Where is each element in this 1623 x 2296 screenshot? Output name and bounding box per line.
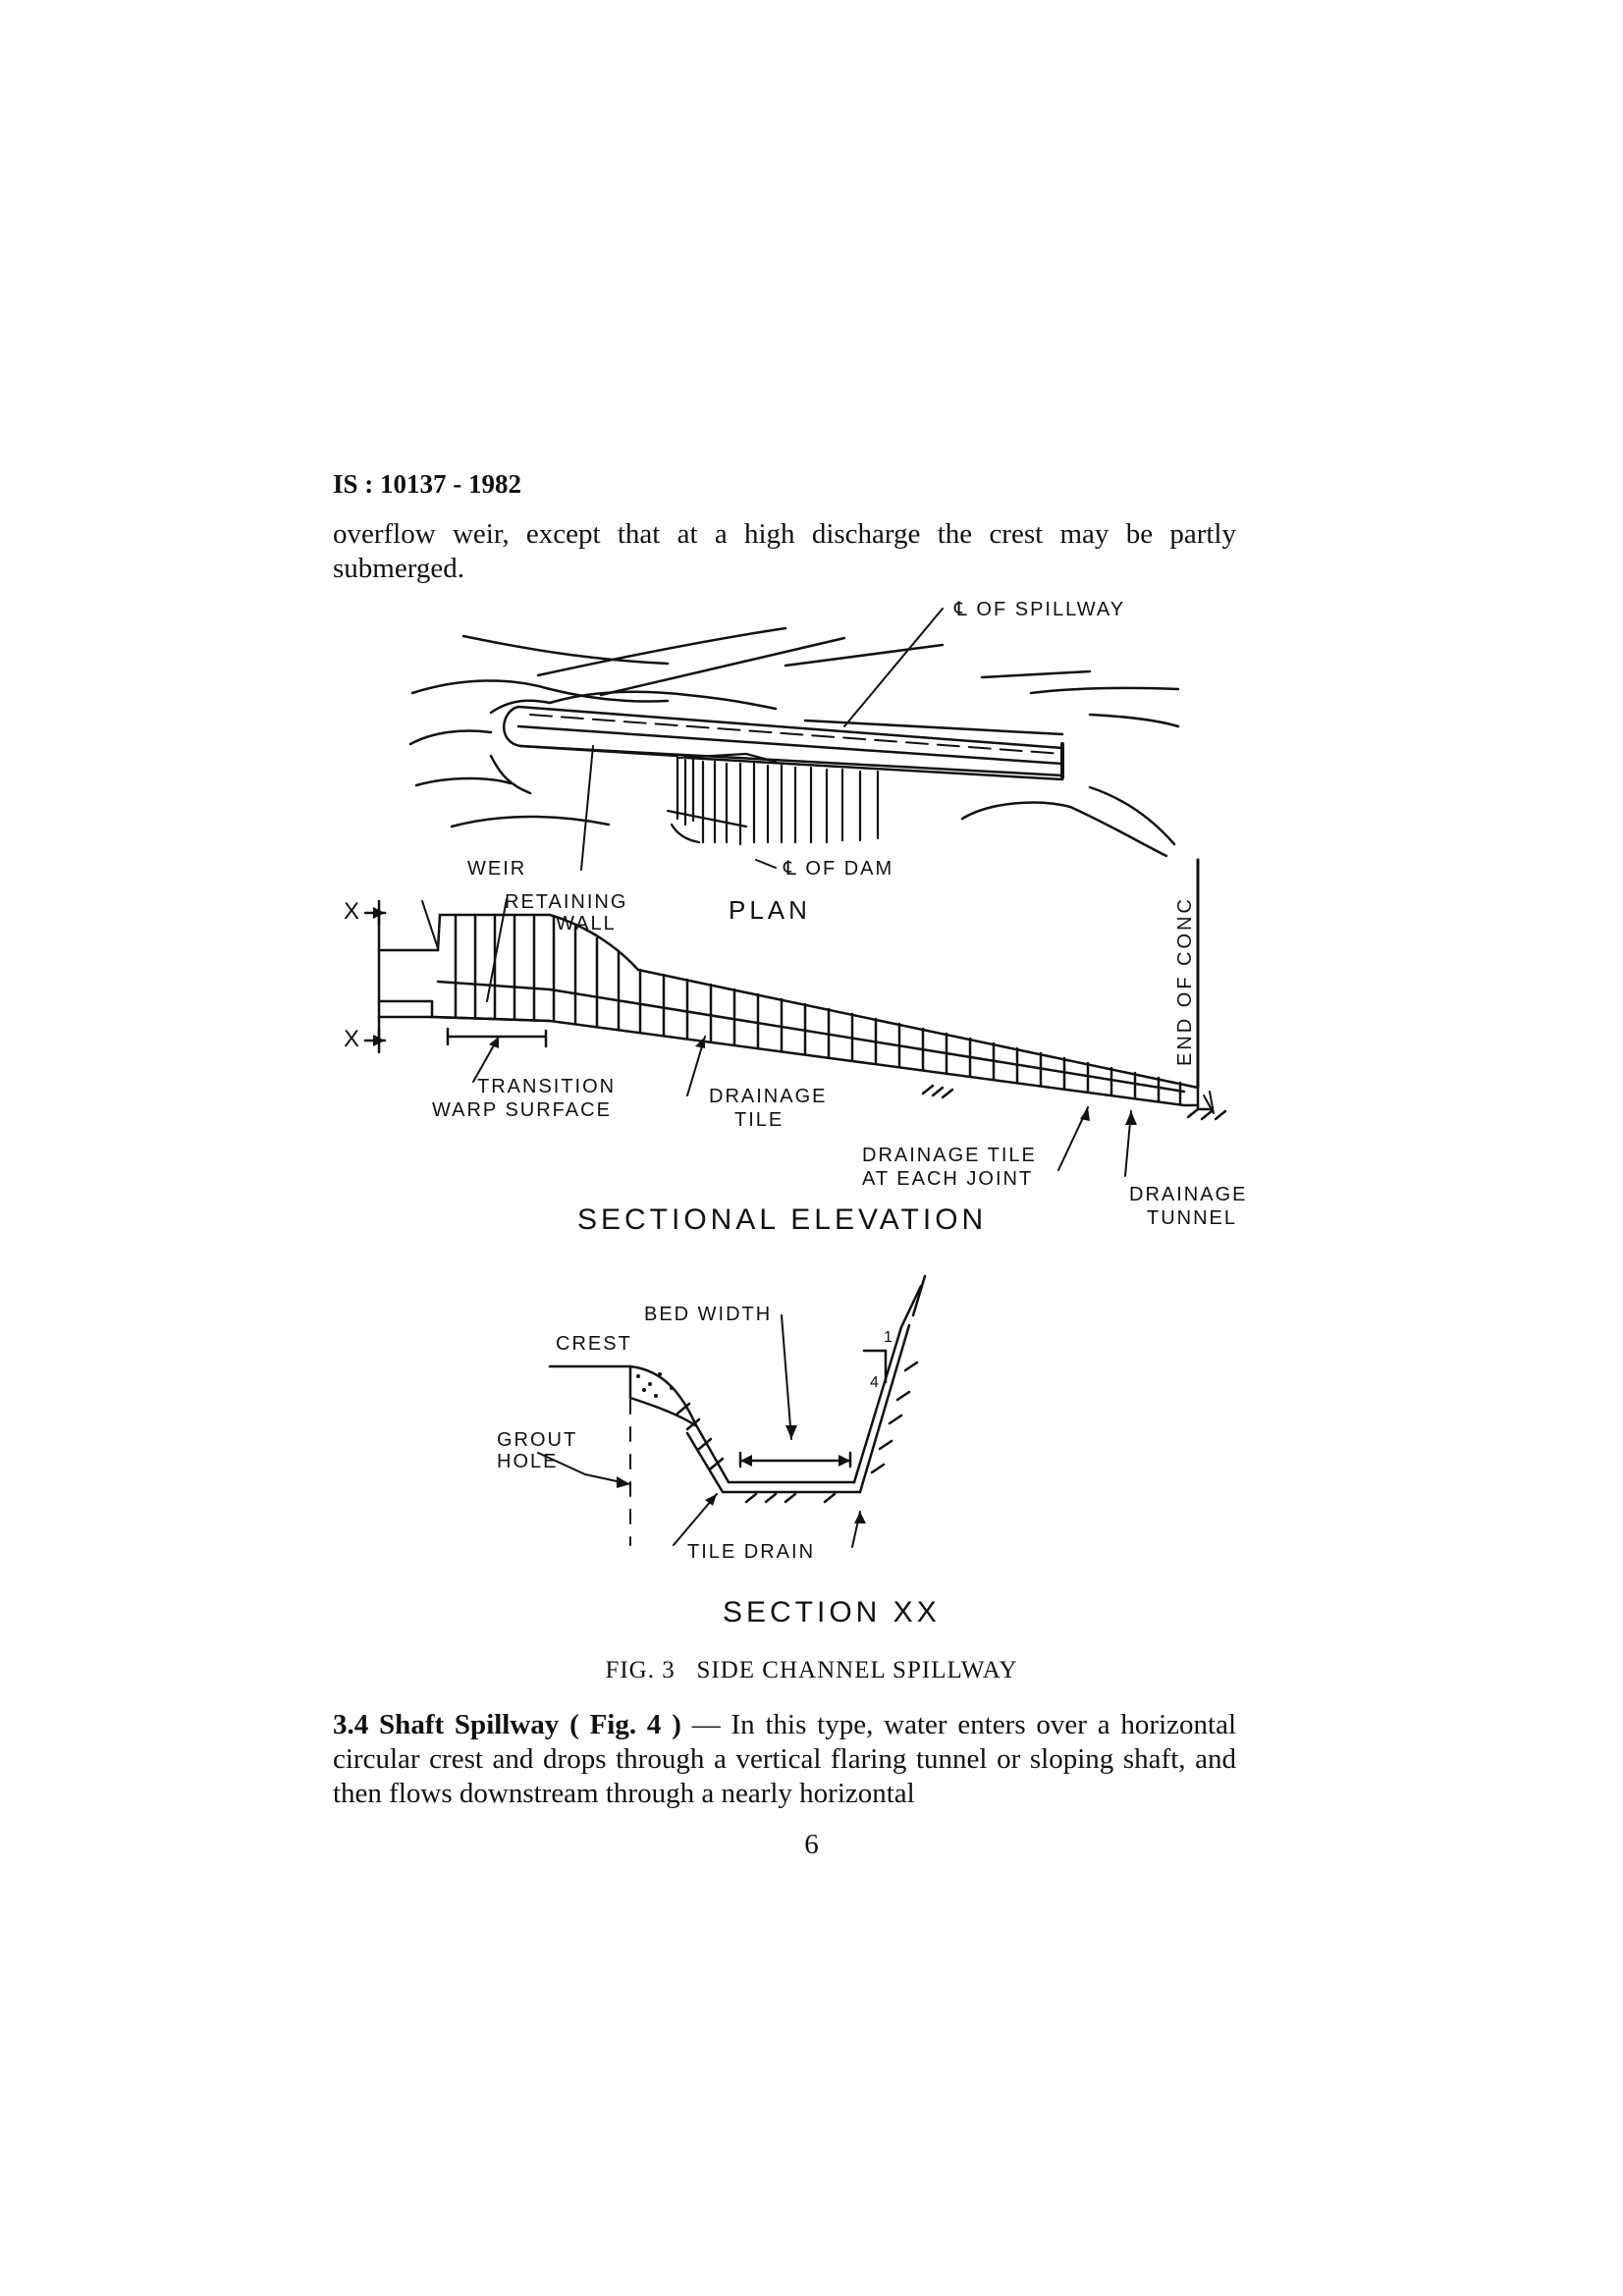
label-tile-drain: TILE DRAIN [687,1541,816,1563]
label-cl-dam: ℄ OF DAM [784,858,894,880]
label-retaining-wall-2: WALL [556,913,617,934]
label-slope-4: 4 [870,1374,881,1391]
section-body: — In this type, water enters over a hori… [333,1709,1236,1809]
page-number: 6 [804,1829,819,1860]
label-drainage-tunnel-1: DRAINAGE [1129,1184,1248,1205]
plan-title: PLAN [729,895,811,925]
label-crest: CREST [556,1333,632,1355]
label-drainage-tile-1: DRAINAGE [709,1086,828,1107]
label-weir: WEIR [467,858,527,880]
figure-number: FIG. 3 [605,1657,676,1683]
crest-stipple [636,1372,674,1398]
figure-caption: FIG. 3 SIDE CHANNEL SPILLWAY [0,1657,1623,1684]
label-grout-2: HOLE [497,1451,559,1472]
label-bed-width: BED WIDTH [644,1304,773,1325]
label-x-bottom: X [344,1026,362,1052]
label-drainage-joint-2: AT EACH JOINT [862,1168,1034,1190]
label-slope-1: 1 [884,1329,894,1346]
section-3-4-paragraph: 3.4 Shaft Spillway ( Fig. 4 ) — In this … [333,1708,1236,1811]
label-x-top: X [344,898,362,925]
label-transition-1: TRANSITION [477,1076,617,1097]
plan-dam [666,752,880,846]
plan-contours [408,626,1180,858]
figure-title: SIDE CHANNEL SPILLWAY [696,1657,1018,1683]
label-retaining-wall-1: RETAINING [505,891,628,913]
label-end-of-conc: END OF CONC [1174,896,1196,1066]
label-cl-spillway: ℄ OF SPILLWAY [954,599,1126,620]
section-title: SECTION XX [723,1596,941,1629]
label-transition-2: WARP SURFACE [432,1099,612,1121]
label-drainage-tunnel-2: TUNNEL [1147,1207,1238,1229]
label-drainage-joint-1: DRAINAGE TILE [862,1145,1037,1166]
figure-reference: ( Fig. 4 ) [569,1709,681,1740]
section-heading: 3.4 Shaft Spillway [333,1709,560,1740]
elevation-profile [363,858,1227,1177]
standard-number: IS : 10137 - 1982 [333,469,522,499]
paragraph-continuation: overflow weir, except that at a high dis… [333,518,1236,584]
label-grout-1: GROUT [497,1429,578,1451]
elevation-title: SECTIONAL ELEVATION [577,1203,988,1236]
plan-channel [503,690,1064,781]
label-drainage-tile-2: TILE [734,1109,784,1131]
section-xx-drawing [537,1274,927,1548]
